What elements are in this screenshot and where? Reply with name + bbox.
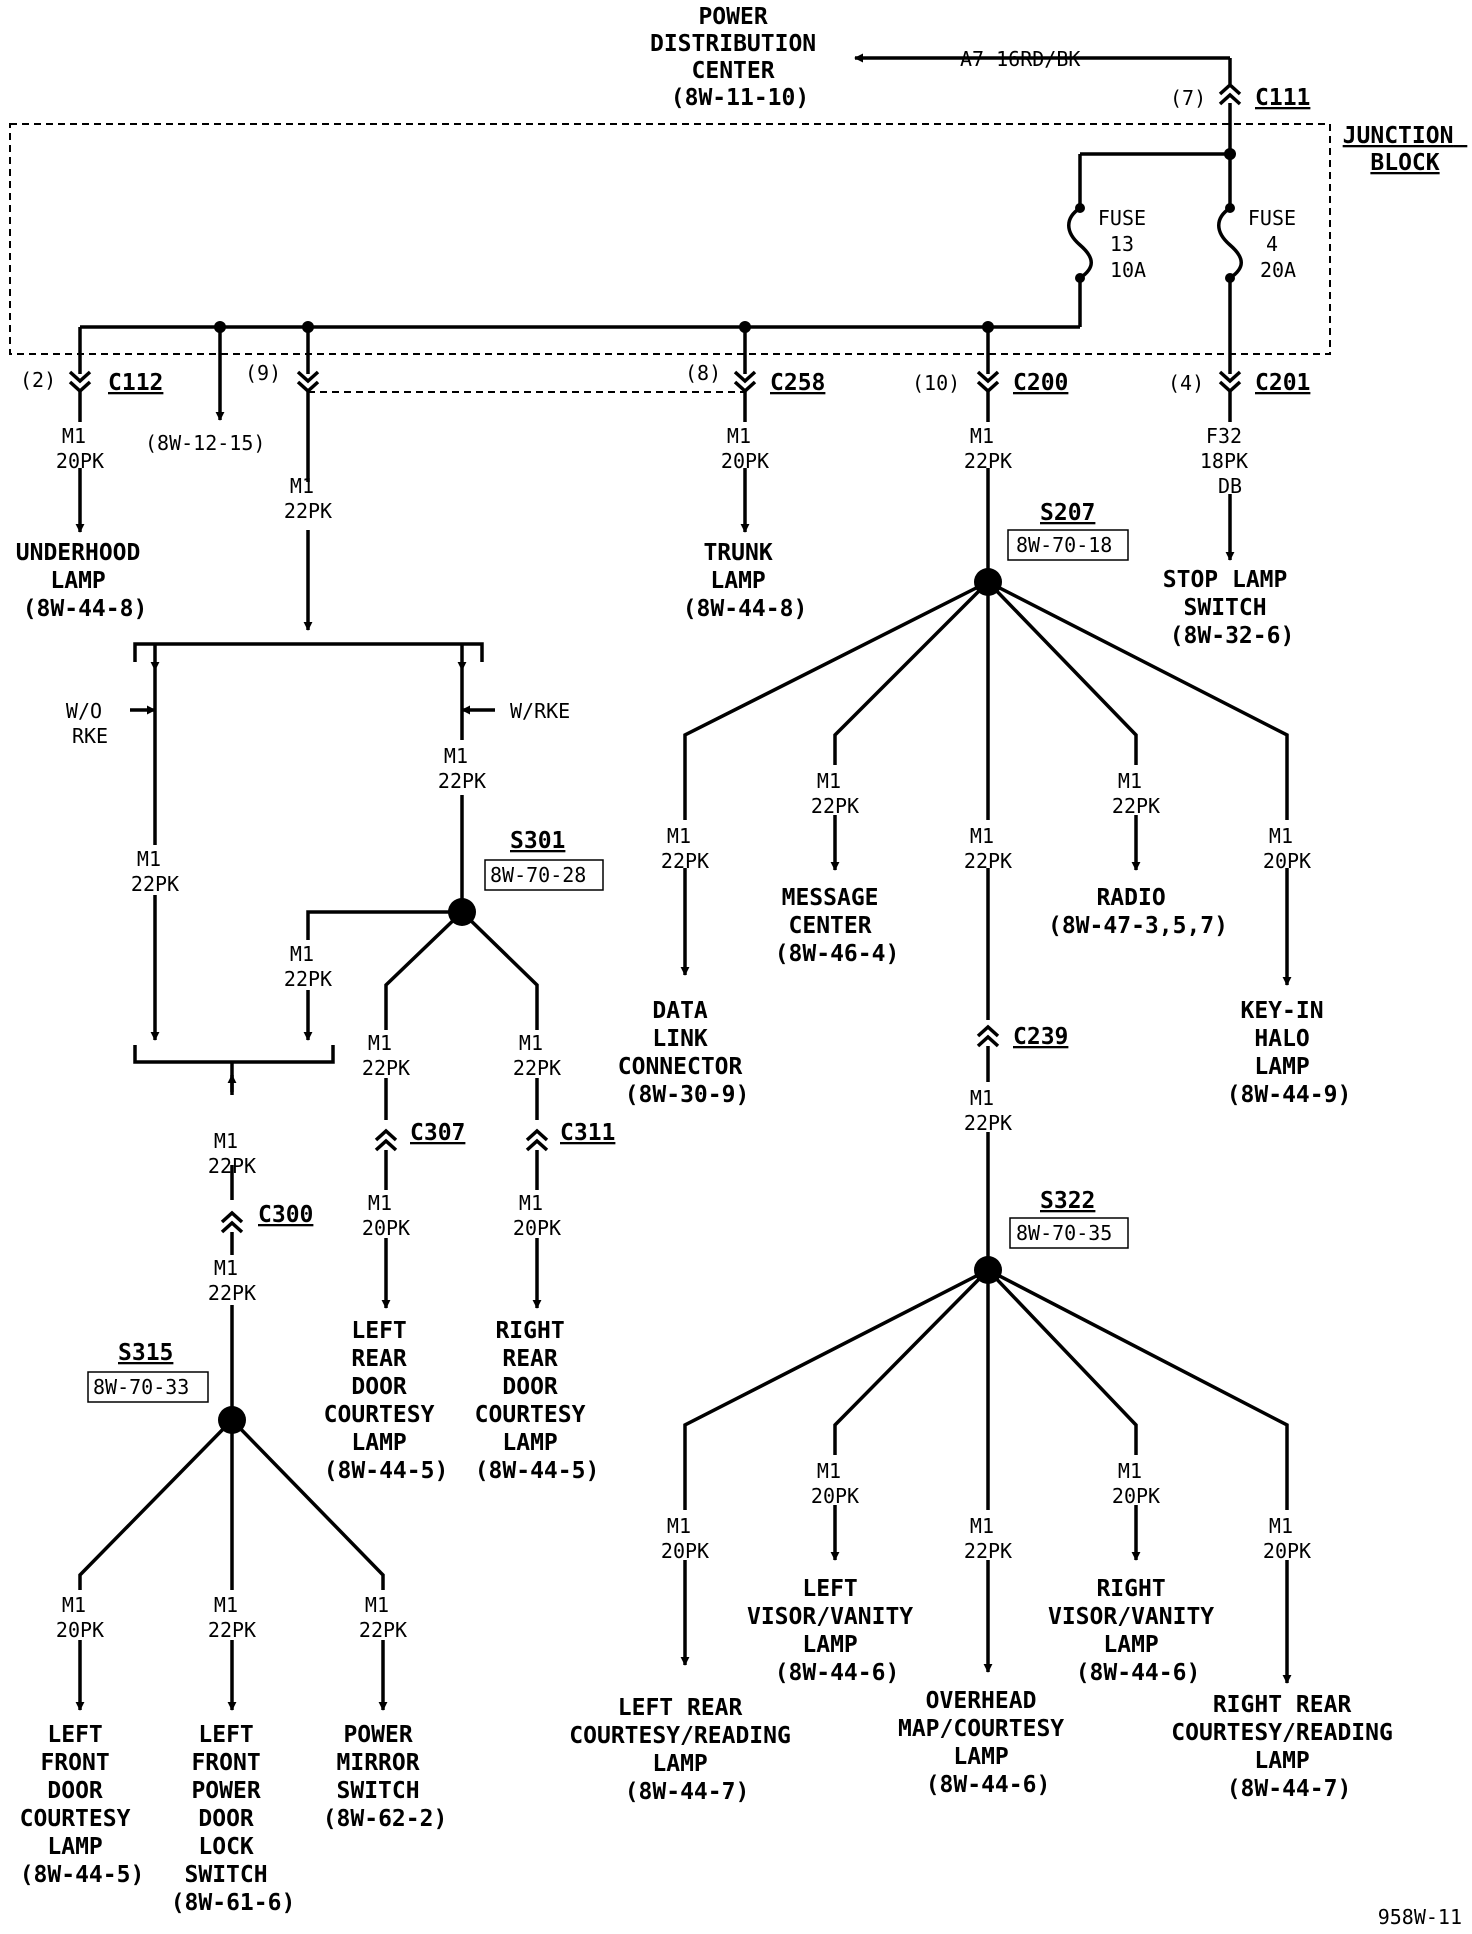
c200-label: C200 xyxy=(1013,370,1068,396)
wire-lfp-label: M1 22PK xyxy=(208,1593,256,1642)
left-rear-courtesy-label: LEFT REAR COURTESY/READING LAMP (8W-44-7… xyxy=(569,1695,804,1805)
c111-pin: (7) xyxy=(1170,86,1206,110)
wire-s301-a-label: M1 22PK xyxy=(362,1031,410,1080)
wire-mid-label: M1 22PK xyxy=(964,824,1012,873)
trunk-lamp-label: TRUNK LAMP (8W-44-8) xyxy=(683,540,808,622)
pin9-label: (9) xyxy=(245,361,281,385)
left-front-power-lock-label: LEFT FRONT POWER DOOR LOCK SWITCH (8W-61… xyxy=(171,1722,296,1916)
wire-msg-label: M1 22PK xyxy=(811,769,859,818)
fuse-4-symbol xyxy=(1217,206,1243,280)
c201-label: C201 xyxy=(1255,370,1310,396)
wire-pms-label: M1 22PK xyxy=(359,1593,407,1642)
stop-lamp-switch-label: STOP LAMP SWITCH (8W-32-6) xyxy=(1163,567,1301,649)
c111-label: C111 xyxy=(1255,85,1310,111)
wire-dlc-label: M1 22PK xyxy=(661,824,709,873)
fuse4-label: FUSE 4 20A xyxy=(1248,206,1308,282)
left-visor-vanity-label: LEFT VISOR/VANITY LAMP (8W-44-6) xyxy=(747,1576,927,1686)
wire-stop-label: F32 18PK DB xyxy=(1200,424,1260,498)
wire-ovh-label: M1 22PK xyxy=(964,1514,1012,1563)
wire-lvv-label: M1 20PK xyxy=(811,1459,859,1508)
wire-s301-left-label: M1 22PK xyxy=(284,942,332,991)
connector-c300 xyxy=(220,1210,244,1234)
wire-c307-label: M1 20PK xyxy=(362,1191,410,1240)
connector-c111 xyxy=(1218,82,1242,106)
radio-label: RADIO (8W-47-3,5,7) xyxy=(1048,885,1228,939)
left-rear-door-lamp-label: LEFT REAR DOOR COURTESY LAMP (8W-44-5) xyxy=(324,1318,449,1484)
w-rke-label: W/RKE xyxy=(510,699,570,723)
s301-ref: 8W-70-28 xyxy=(490,863,586,887)
key-in-halo-lamp-label: KEY-IN HALO LAMP (8W-44-9) xyxy=(1227,998,1352,1108)
wire-lrc-label: M1 20PK xyxy=(661,1514,709,1563)
wire-rvv-label: M1 20PK xyxy=(1112,1459,1160,1508)
wire-s301-b-label: M1 22PK xyxy=(513,1031,561,1080)
s322-ref: 8W-70-35 xyxy=(1016,1221,1112,1245)
wire-lfd-label: M1 20PK xyxy=(56,1593,104,1642)
a7-wire-label: A7 16RD/BK xyxy=(960,47,1080,71)
s322-label: S322 xyxy=(1040,1188,1095,1214)
left-front-door-lamp-label: LEFT FRONT DOOR COURTESY LAMP (8W-44-5) xyxy=(20,1722,145,1888)
junction-block-outline xyxy=(9,123,1331,355)
wire-underhood-label: M1 20PK xyxy=(56,424,104,473)
connector-c112 xyxy=(68,370,92,394)
wire-c200-label: M1 22PK xyxy=(964,424,1012,473)
wire-rrc-label: M1 20PK xyxy=(1263,1514,1311,1563)
connector-c311 xyxy=(525,1128,549,1152)
pdc-label: POWER DISTRIBUTION CENTER (8W-11-10) xyxy=(650,4,830,111)
s207-ref-box xyxy=(1007,529,1129,561)
message-center-label: MESSAGE CENTER (8W-46-4) xyxy=(775,885,900,967)
fuse13-label: FUSE 13 10A xyxy=(1098,206,1158,282)
wire-c311-label: M1 20PK xyxy=(513,1191,561,1240)
figure-id: 958W-11 xyxy=(1378,1905,1462,1929)
wire-c300-up-label: M1 22PK xyxy=(208,1129,256,1178)
right-rear-courtesy-label: RIGHT REAR COURTESY/READING LAMP (8W-44-… xyxy=(1171,1692,1406,1802)
lower-bracket xyxy=(133,1045,335,1064)
wire-c239-label: M1 22PK xyxy=(964,1086,1012,1135)
s315-ref: 8W-70-33 xyxy=(93,1375,189,1399)
s315-label: S315 xyxy=(118,1340,173,1366)
c258-pin: (8) xyxy=(685,361,721,385)
connector-c200 xyxy=(976,370,1000,394)
s315-ref-box xyxy=(87,1371,209,1403)
data-link-connector-label: DATA LINK CONNECTOR (8W-30-9) xyxy=(618,998,756,1108)
c201-pin: (4) xyxy=(1168,371,1204,395)
wire-worke-label: M1 22PK xyxy=(131,847,179,896)
c258-label: C258 xyxy=(770,370,825,396)
s301-label: S301 xyxy=(510,828,565,854)
splice-jb-top xyxy=(1224,148,1236,160)
power-mirror-switch-label: POWER MIRROR SWITCH (8W-62-2) xyxy=(323,1722,448,1832)
c307-label: C307 xyxy=(410,1120,465,1146)
wire-radio-label: M1 22PK xyxy=(1112,769,1160,818)
s301-ref-box xyxy=(484,859,604,891)
fuse-13-symbol xyxy=(1067,206,1093,280)
c300-label: C300 xyxy=(258,1202,313,1228)
wire-trunk-label: M1 20PK xyxy=(721,424,769,473)
rke-bracket xyxy=(133,642,484,662)
wire-rke-label: M1 22PK xyxy=(438,744,486,793)
wire-key-label: M1 20PK xyxy=(1263,824,1311,873)
c200-pin: (10) xyxy=(912,371,960,395)
right-rear-door-lamp-label: RIGHT REAR DOOR COURTESY LAMP (8W-44-5) xyxy=(475,1318,600,1484)
junction-block-label: JUNCTION BLOCK xyxy=(1343,123,1468,176)
overhead-map-label: OVERHEAD MAP/COURTESY LAMP (8W-44-6) xyxy=(898,1688,1078,1798)
underhood-lamp-label: UNDERHOOD LAMP (8W-44-8) xyxy=(16,540,154,622)
c112-label: C112 xyxy=(108,370,163,396)
connector-c201 xyxy=(1218,370,1242,394)
ref-8w-12-15: (8W-12-15) xyxy=(145,431,265,455)
s322-ref-box xyxy=(1009,1217,1129,1249)
c239-label: C239 xyxy=(1013,1024,1068,1050)
wire-left-main-label: M1 22PK xyxy=(284,474,332,523)
connector-pin9 xyxy=(296,370,320,394)
right-visor-vanity-label: RIGHT VISOR/VANITY LAMP (8W-44-6) xyxy=(1048,1576,1228,1686)
s207-ref: 8W-70-18 xyxy=(1016,533,1112,557)
s207-label: S207 xyxy=(1040,500,1095,526)
connector-c239 xyxy=(976,1024,1000,1048)
c311-label: C311 xyxy=(560,1120,615,1146)
connector-c258 xyxy=(733,370,757,394)
connector-c307 xyxy=(374,1128,398,1152)
wire-c300-dn-label: M1 22PK xyxy=(208,1256,256,1305)
wo-rke-label: W/O RKE xyxy=(66,699,114,748)
c112-pin: (2) xyxy=(20,368,56,392)
